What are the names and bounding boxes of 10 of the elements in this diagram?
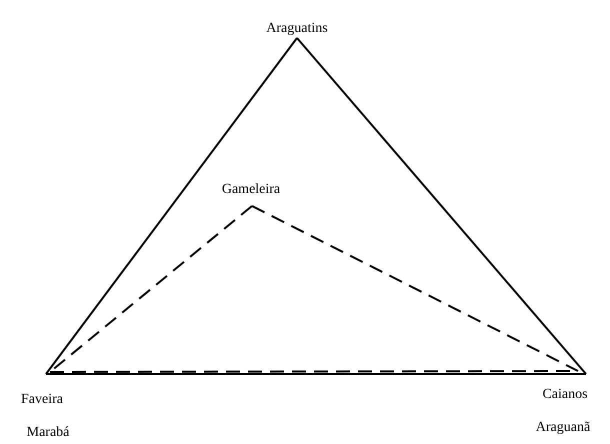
place-label: Faveira — [21, 392, 63, 408]
place-label: Araguanã — [536, 420, 590, 436]
connector-line — [45, 37, 298, 375]
place-label: Marabá — [26, 425, 70, 441]
connector-line — [252, 205, 578, 372]
connector-line — [46, 373, 586, 375]
place-label: Caianos — [542, 387, 588, 403]
place-label: Gameleira — [222, 182, 280, 198]
place-label: Araguatins — [266, 21, 328, 37]
connector-line — [296, 37, 587, 375]
